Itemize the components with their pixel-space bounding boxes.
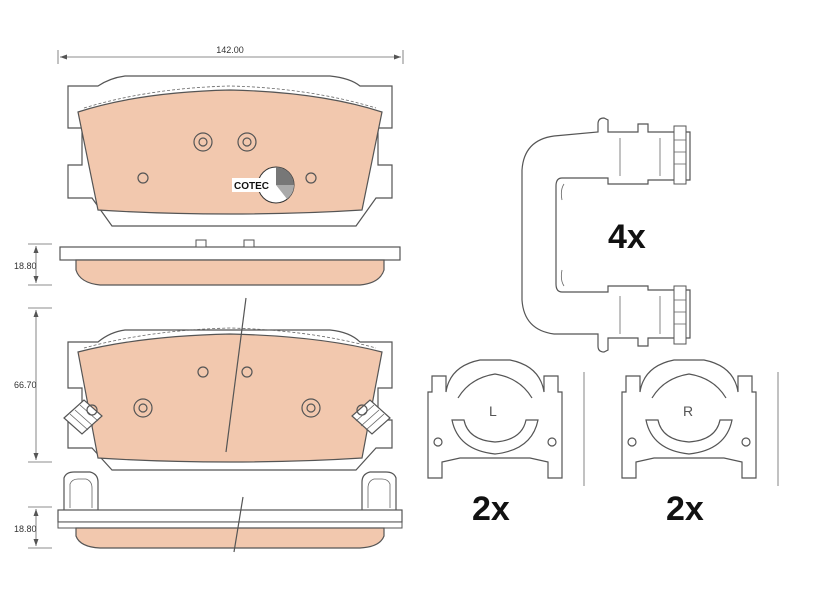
cotec-logo-text: COTEC <box>234 181 269 192</box>
clip-left-quantity: 2x <box>472 490 510 528</box>
width-dimension: 142.00 <box>57 45 404 64</box>
section-break-marks <box>225 297 247 553</box>
clip-left: L <box>427 359 585 486</box>
middle-brake-pad <box>63 327 393 471</box>
spring-clip <box>521 117 691 353</box>
spring-clip-quantity: 4x <box>608 218 646 256</box>
height-label: 66.70 <box>14 380 37 390</box>
height-dimension: 66.70 <box>14 307 52 463</box>
bottom-pad-side-view <box>57 471 403 549</box>
thickness-bottom-label: 18.80 <box>14 524 37 534</box>
width-label: 142.00 <box>216 45 244 55</box>
top-brake-pad: COTEC <box>67 75 393 227</box>
thickness-top-label: 18.80 <box>14 261 37 271</box>
wear-sensor-right <box>351 399 391 435</box>
clip-right: R <box>621 359 779 486</box>
thickness-dimension-top: 18.80 <box>14 243 52 286</box>
wear-sensor-left <box>63 399 103 435</box>
thickness-dimension-bottom: 18.80 <box>14 506 52 549</box>
clip-right-label: R <box>683 403 693 419</box>
clip-right-quantity: 2x <box>666 490 704 528</box>
cotec-logo: COTEC <box>232 166 295 204</box>
clip-left-label: L <box>489 403 497 419</box>
top-pad-side-view <box>59 239 401 286</box>
